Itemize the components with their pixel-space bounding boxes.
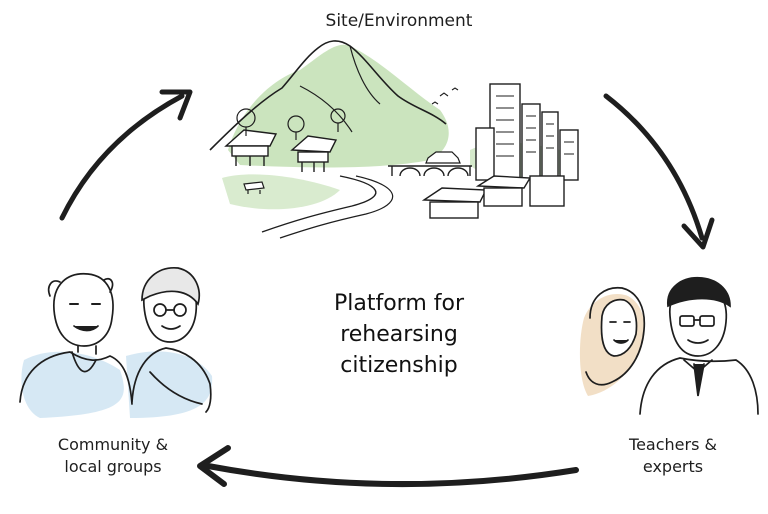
center-title-line3: citizenship xyxy=(340,353,458,378)
car xyxy=(425,151,461,164)
older-man-figure xyxy=(19,273,133,405)
hijab-woman-figure xyxy=(585,286,646,386)
green-wash-foreground xyxy=(222,174,340,210)
mountain-outline xyxy=(209,40,447,151)
community-label: Community & local groups xyxy=(18,434,208,478)
blue-wash-left xyxy=(21,351,124,418)
teachers-label: Teachers & experts xyxy=(588,434,758,478)
birds xyxy=(431,87,459,105)
bridge xyxy=(388,165,472,177)
community-illustration xyxy=(19,267,213,418)
center-title-line1: Platform for xyxy=(333,291,465,316)
arrowhead-site-to-teachers xyxy=(681,217,715,250)
low-houses xyxy=(421,175,565,219)
arrow-community-to-site xyxy=(59,93,185,221)
river-bank xyxy=(279,175,394,239)
teachers-label-line1: Teachers & xyxy=(629,435,717,454)
center-title: Platform for rehearsing citizenship xyxy=(284,288,514,381)
green-wash xyxy=(228,44,449,168)
young-woman-figure xyxy=(131,267,212,413)
cycle-arrows xyxy=(59,89,715,488)
stilt-house-middle xyxy=(290,135,338,172)
center-title-line2: rehearsing xyxy=(340,322,458,347)
arrow-teachers-to-community xyxy=(205,463,579,488)
teachers-illustration xyxy=(579,277,759,415)
site-environment-illustration xyxy=(209,40,579,239)
cow xyxy=(243,181,265,194)
building-windows xyxy=(496,95,574,157)
arrowhead-community-to-site xyxy=(159,89,193,121)
teachers-label-line2: experts xyxy=(642,457,704,476)
stilt-house-left xyxy=(224,129,278,166)
arrowhead-teachers-to-community xyxy=(197,445,231,487)
mountain-ridge xyxy=(299,45,381,133)
city-buildings xyxy=(475,83,579,181)
arrow-site-to-teachers xyxy=(603,93,705,241)
site-environment-label: Site/Environment xyxy=(325,11,473,31)
community-label-line2: local groups xyxy=(64,457,162,476)
trees xyxy=(236,108,346,140)
river xyxy=(261,175,377,233)
blue-wash-right xyxy=(126,351,213,418)
glasses-man-figure xyxy=(639,277,759,415)
community-label-line1: Community & xyxy=(57,435,169,454)
